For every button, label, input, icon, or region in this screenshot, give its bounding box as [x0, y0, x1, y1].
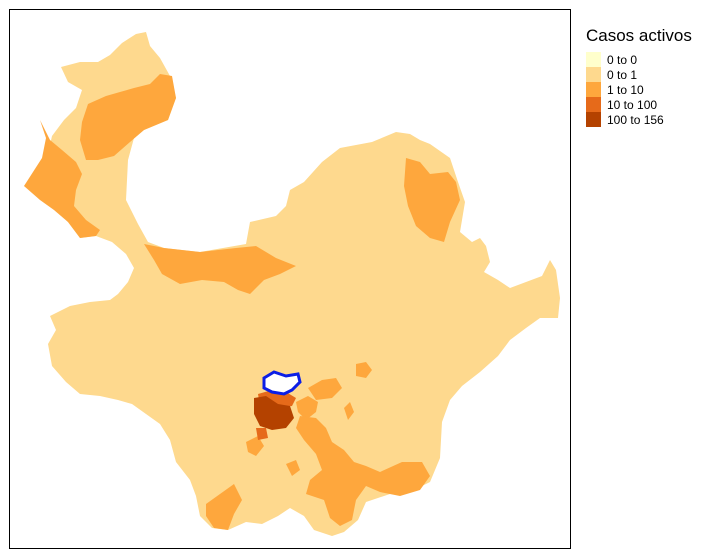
region-north-central[interactable]: [144, 244, 296, 294]
region-valle-ne[interactable]: [308, 378, 342, 400]
map-panel[interactable]: [9, 9, 571, 549]
legend-label-0: 0 to 0: [607, 52, 638, 67]
region-uraba-coast[interactable]: [24, 120, 100, 238]
legend-swatch-4: [586, 112, 601, 127]
legend-item-0: 0 to 0: [586, 52, 692, 67]
legend-swatch-1: [586, 67, 601, 82]
region-southwest[interactable]: [206, 484, 242, 530]
legend-item-2: 1 to 10: [586, 82, 692, 97]
legend-label-3: 10 to 100: [607, 97, 658, 112]
region-south-east-cluster[interactable]: [296, 416, 430, 526]
legend: Casos activos 0 to 0 0 to 1 1 to 10 10 t…: [586, 26, 692, 127]
legend-label-4: 100 to 156: [607, 112, 664, 127]
region-antioquia-base[interactable]: [24, 32, 560, 536]
region-south-small-2[interactable]: [344, 402, 354, 420]
legend-title: Casos activos: [586, 26, 692, 45]
region-south-small-1[interactable]: [286, 460, 300, 476]
region-metro-small[interactable]: [256, 428, 268, 440]
choropleth-map[interactable]: [10, 10, 571, 549]
region-northeast[interactable]: [404, 158, 460, 242]
region-uraba-north[interactable]: [80, 74, 176, 160]
legend-swatch-0: [586, 52, 601, 67]
legend-label-1: 0 to 1: [607, 67, 638, 82]
region-valle-south[interactable]: [296, 396, 318, 420]
highlighted-municipality-outline[interactable]: [262, 370, 302, 396]
legend-item-3: 10 to 100: [586, 97, 692, 112]
legend-item-4: 100 to 156: [586, 112, 692, 127]
region-medellin[interactable]: [254, 396, 294, 430]
legend-item-1: 0 to 1: [586, 67, 692, 82]
region-east-spot[interactable]: [356, 362, 372, 378]
region-west-small[interactable]: [246, 436, 264, 456]
legend-swatch-2: [586, 82, 601, 97]
legend-swatch-3: [586, 97, 601, 112]
legend-label-2: 1 to 10: [607, 82, 644, 97]
